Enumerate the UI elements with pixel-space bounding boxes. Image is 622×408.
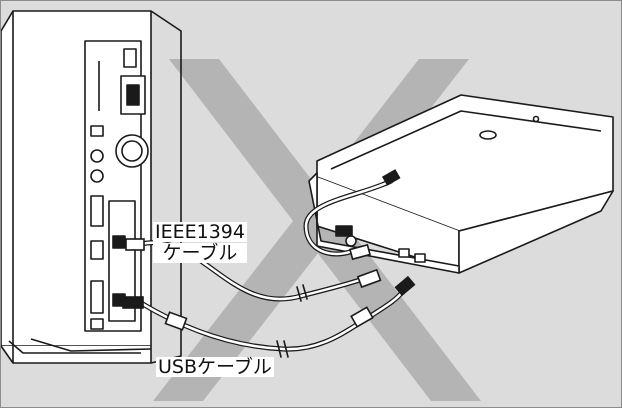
scanner (308, 94, 614, 274)
ieee1394-label-line1: IEEE1394 (153, 221, 247, 243)
usb-cable-label: USBケーブル (156, 356, 274, 378)
scanner-cables (303, 169, 401, 261)
pc-tower (1, 10, 182, 364)
ieee1394-cable-label: IEEE1394 ケーブル (151, 221, 249, 264)
ieee1394-label-line2: ケーブル (153, 243, 247, 263)
usb-cable (122, 275, 416, 358)
